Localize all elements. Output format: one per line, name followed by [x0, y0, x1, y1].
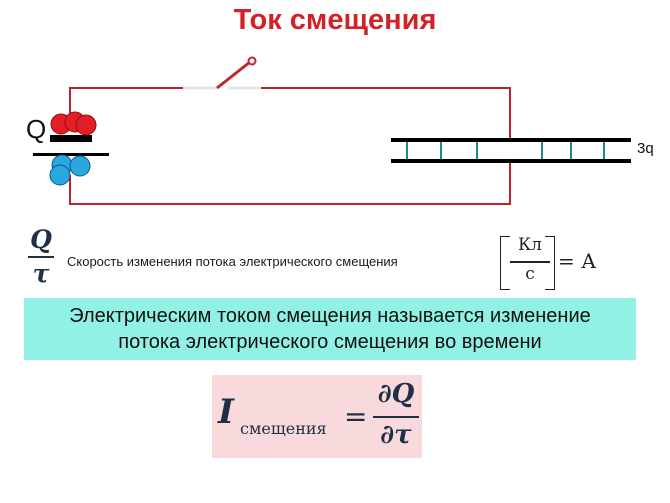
- slide-title: Ток смещения: [233, 4, 437, 36]
- charge-label: Q: [26, 114, 47, 144]
- left-bottom-plate: [33, 153, 109, 156]
- formula-subscript: смещения: [240, 419, 327, 438]
- formula-equals-sign: =: [344, 400, 368, 433]
- switch: [183, 56, 261, 90]
- unit-result: А: [581, 249, 597, 273]
- positive-charges: [50, 111, 97, 136]
- fraction-bar: [28, 256, 54, 258]
- unit-equation: = А: [558, 249, 596, 273]
- fraction-numerator: Q: [30, 225, 52, 254]
- formula-denominator: ∂τ: [380, 420, 412, 450]
- right-bracket: [545, 236, 555, 290]
- formula-symbol: I: [218, 392, 234, 432]
- fraction-denominator: τ: [32, 259, 50, 288]
- unit-equals-sign: =: [558, 249, 575, 273]
- flux-rate-fraction: Q τ: [28, 226, 54, 288]
- unit-denominator: с: [525, 264, 535, 284]
- left-bracket: [500, 236, 510, 290]
- displacement-current-formula: I смещения = ∂Q ∂τ: [212, 375, 422, 458]
- formula-numerator: ∂Q: [377, 379, 415, 409]
- unit-numerator: Кл: [518, 235, 542, 255]
- negative-charges: [49, 154, 91, 186]
- formula-fraction-bar: [373, 416, 419, 418]
- left-top-plate: [50, 135, 92, 142]
- unit-expression: Кл с = А: [500, 232, 610, 292]
- definition-line-1: Электрическим током смещения называется …: [69, 305, 591, 327]
- unit-fraction-bar: [510, 261, 550, 263]
- rate-description: Скорость изменения потока электрического…: [67, 254, 398, 269]
- definition-line-2: потока электрического смещения во времен…: [118, 331, 542, 353]
- plate-charge-label: 3q: [637, 140, 654, 157]
- circuit-wire: [69, 87, 511, 205]
- field-lines: [406, 142, 605, 159]
- definition-box: Электрическим током смещения называется …: [24, 298, 636, 360]
